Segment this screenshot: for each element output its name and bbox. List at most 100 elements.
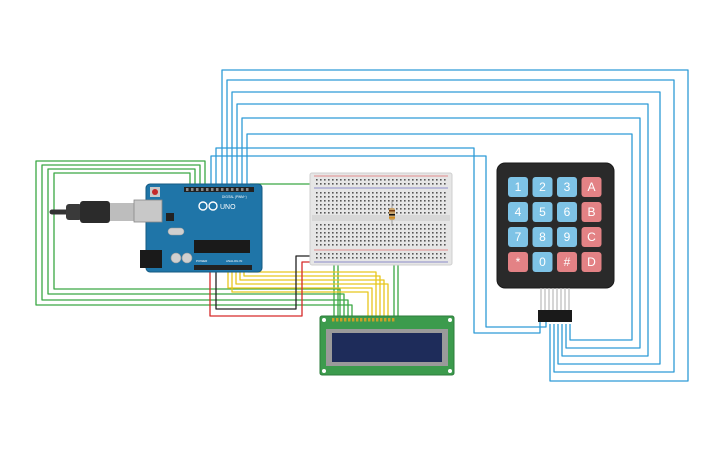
breadboard-hole[interactable]	[328, 240, 330, 242]
breadboard-hole[interactable]	[408, 192, 410, 194]
breadboard-hole[interactable]	[328, 232, 330, 234]
breadboard-hole[interactable]	[360, 179, 362, 181]
breadboard-hole[interactable]	[352, 204, 354, 206]
breadboard-hole[interactable]	[360, 244, 362, 246]
breadboard-hole[interactable]	[376, 196, 378, 198]
breadboard-hole[interactable]	[388, 228, 390, 230]
breadboard-hole[interactable]	[368, 204, 370, 206]
keypad-key[interactable]: 5	[532, 202, 553, 222]
breadboard-hole[interactable]	[428, 212, 430, 214]
breadboard-hole[interactable]	[364, 212, 366, 214]
breadboard-hole[interactable]	[412, 244, 414, 246]
breadboard-hole[interactable]	[336, 208, 338, 210]
breadboard-hole[interactable]	[420, 208, 422, 210]
breadboard-hole[interactable]	[408, 232, 410, 234]
breadboard-hole[interactable]	[424, 200, 426, 202]
breadboard-hole[interactable]	[320, 208, 322, 210]
breadboard-hole[interactable]	[332, 240, 334, 242]
keypad-key[interactable]: 0	[532, 252, 553, 272]
keypad-key[interactable]: 7	[508, 227, 528, 247]
breadboard-hole[interactable]	[420, 196, 422, 198]
breadboard-hole[interactable]	[428, 192, 430, 194]
breadboard-hole[interactable]	[320, 253, 322, 255]
breadboard-hole[interactable]	[416, 236, 418, 238]
breadboard-hole[interactable]	[408, 212, 410, 214]
keypad-key[interactable]: #	[557, 252, 577, 272]
breadboard-hole[interactable]	[404, 257, 406, 259]
breadboard-hole[interactable]	[420, 192, 422, 194]
breadboard-hole[interactable]	[436, 204, 438, 206]
breadboard-hole[interactable]	[372, 236, 374, 238]
lcd-pin[interactable]	[388, 318, 391, 322]
breadboard-hole[interactable]	[436, 244, 438, 246]
breadboard-hole[interactable]	[376, 192, 378, 194]
breadboard-hole[interactable]	[368, 244, 370, 246]
breadboard-hole[interactable]	[380, 196, 382, 198]
breadboard-hole[interactable]	[332, 200, 334, 202]
breadboard-hole[interactable]	[352, 257, 354, 259]
breadboard-hole[interactable]	[340, 179, 342, 181]
breadboard-hole[interactable]	[372, 244, 374, 246]
lcd-16x2[interactable]	[319, 315, 455, 376]
breadboard-hole[interactable]	[380, 224, 382, 226]
breadboard-hole[interactable]	[392, 240, 394, 242]
breadboard-hole[interactable]	[376, 236, 378, 238]
breadboard-hole[interactable]	[340, 236, 342, 238]
breadboard-hole[interactable]	[356, 208, 358, 210]
breadboard-hole[interactable]	[336, 204, 338, 206]
breadboard-hole[interactable]	[380, 200, 382, 202]
breadboard-hole[interactable]	[428, 244, 430, 246]
breadboard-hole[interactable]	[344, 212, 346, 214]
breadboard-hole[interactable]	[380, 228, 382, 230]
breadboard-hole[interactable]	[388, 232, 390, 234]
breadboard-hole[interactable]	[320, 257, 322, 259]
breadboard-hole[interactable]	[380, 244, 382, 246]
breadboard-hole[interactable]	[376, 240, 378, 242]
breadboard-hole[interactable]	[336, 232, 338, 234]
lcd-pin[interactable]	[384, 318, 387, 322]
breadboard-hole[interactable]	[444, 212, 446, 214]
breadboard-hole[interactable]	[444, 208, 446, 210]
breadboard-hole[interactable]	[392, 204, 394, 206]
breadboard-hole[interactable]	[400, 253, 402, 255]
breadboard-hole[interactable]	[428, 228, 430, 230]
breadboard-hole[interactable]	[380, 179, 382, 181]
breadboard-hole[interactable]	[368, 228, 370, 230]
breadboard-hole[interactable]	[420, 228, 422, 230]
breadboard-hole[interactable]	[344, 236, 346, 238]
breadboard-hole[interactable]	[376, 228, 378, 230]
breadboard-hole[interactable]	[348, 224, 350, 226]
breadboard-hole[interactable]	[432, 208, 434, 210]
breadboard-hole[interactable]	[428, 196, 430, 198]
breadboard-hole[interactable]	[384, 192, 386, 194]
breadboard-hole[interactable]	[444, 253, 446, 255]
breadboard-hole[interactable]	[372, 208, 374, 210]
breadboard-hole[interactable]	[384, 196, 386, 198]
lcd-pin[interactable]	[376, 318, 379, 322]
breadboard-hole[interactable]	[328, 179, 330, 181]
breadboard-hole[interactable]	[408, 208, 410, 210]
breadboard-hole[interactable]	[444, 200, 446, 202]
breadboard-hole[interactable]	[416, 196, 418, 198]
breadboard-hole[interactable]	[396, 224, 398, 226]
breadboard-hole[interactable]	[376, 179, 378, 181]
breadboard-hole[interactable]	[436, 192, 438, 194]
breadboard-hole[interactable]	[416, 240, 418, 242]
breadboard-hole[interactable]	[352, 212, 354, 214]
keypad-key[interactable]: 3	[557, 177, 577, 197]
breadboard-hole[interactable]	[384, 240, 386, 242]
lcd-pin[interactable]	[368, 318, 371, 322]
breadboard-hole[interactable]	[440, 240, 442, 242]
breadboard-hole[interactable]	[432, 179, 434, 181]
breadboard-hole[interactable]	[400, 204, 402, 206]
breadboard-hole[interactable]	[372, 253, 374, 255]
breadboard-hole[interactable]	[372, 183, 374, 185]
breadboard-hole[interactable]	[432, 244, 434, 246]
breadboard-hole[interactable]	[424, 253, 426, 255]
breadboard-hole[interactable]	[444, 244, 446, 246]
breadboard-hole[interactable]	[360, 212, 362, 214]
keypad-key[interactable]: 6	[557, 202, 577, 222]
breadboard-hole[interactable]	[436, 183, 438, 185]
breadboard-hole[interactable]	[324, 196, 326, 198]
breadboard-hole[interactable]	[348, 253, 350, 255]
